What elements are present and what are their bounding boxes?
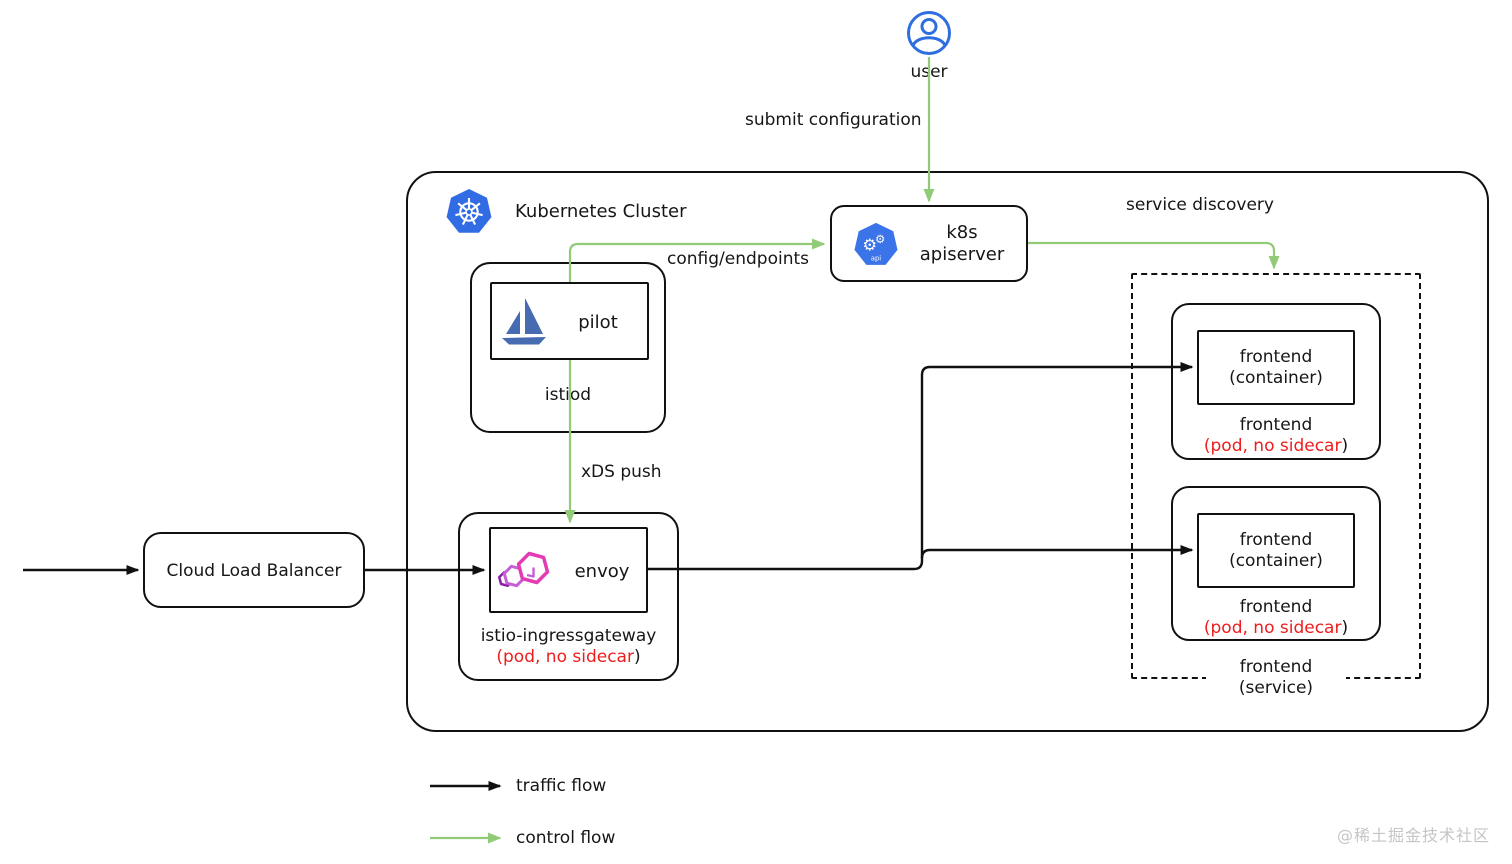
k8s-apiserver-icon: ⚙ ⚙ api bbox=[852, 220, 900, 268]
legend-traffic-label: traffic flow bbox=[516, 776, 607, 796]
pod2-note: (pod, no sidecar) bbox=[1173, 618, 1379, 639]
envoy-logo-icon bbox=[497, 546, 555, 598]
svg-text:⚙: ⚙ bbox=[875, 232, 885, 246]
envoy-box: envoy bbox=[489, 527, 648, 613]
pilot-label: pilot bbox=[578, 312, 618, 333]
edge-label-xds-push: xDS push bbox=[581, 462, 662, 482]
pod1-note-close: ) bbox=[1341, 436, 1349, 456]
user-label: user bbox=[910, 62, 948, 82]
kubernetes-logo-icon bbox=[444, 186, 494, 236]
ingressgateway-note-red: (pod, no sidecar bbox=[496, 647, 634, 667]
frontend-service-label: frontend (service) bbox=[1206, 657, 1346, 699]
ingressgateway-note: (pod, no sidecar) bbox=[460, 647, 677, 668]
container1-line1: frontend bbox=[1239, 347, 1313, 367]
load-balancer-box: Cloud Load Balancer bbox=[143, 532, 365, 608]
watermark: @稀土掘金技术社区 bbox=[1336, 826, 1490, 845]
frontend-service-label-line2: (service) bbox=[1238, 678, 1314, 698]
istio-logo-icon bbox=[502, 296, 546, 350]
pilot-box: pilot bbox=[490, 282, 649, 360]
cluster-title: Kubernetes Cluster bbox=[515, 201, 687, 222]
envoy-label: envoy bbox=[574, 561, 630, 582]
edge-label-config-endpoints: config/endpoints bbox=[667, 249, 809, 269]
frontend-service-label-line1: frontend bbox=[1239, 657, 1313, 677]
apiserver-label-line1: k8s bbox=[946, 222, 978, 243]
apiserver-box: ⚙ ⚙ api k8s apiserver bbox=[830, 205, 1028, 282]
container1-line2: (container) bbox=[1229, 368, 1323, 388]
edge-label-submit-configuration: submit configuration bbox=[745, 110, 922, 130]
ingressgateway-note-close: ) bbox=[633, 647, 641, 667]
pod1-note: (pod, no sidecar) bbox=[1173, 436, 1379, 457]
user-icon bbox=[905, 9, 953, 57]
load-balancer-label: Cloud Load Balancer bbox=[166, 561, 342, 581]
pod2-note-close: ) bbox=[1341, 618, 1349, 638]
istiod-label: istiod bbox=[544, 385, 592, 405]
frontend-container1-box: frontend (container) bbox=[1197, 330, 1355, 405]
frontend-container2-box: frontend (container) bbox=[1197, 513, 1355, 588]
legend-control-label: control flow bbox=[516, 828, 616, 848]
pod1-label: frontend bbox=[1239, 415, 1313, 435]
pod1-note-red: (pod, no sidecar bbox=[1203, 436, 1342, 456]
pod2-label: frontend bbox=[1239, 597, 1313, 617]
apiserver-label-line2: apiserver bbox=[919, 244, 1005, 265]
container2-line1: frontend bbox=[1239, 530, 1313, 550]
svg-text:⚙: ⚙ bbox=[863, 236, 878, 255]
container2-line2: (container) bbox=[1229, 551, 1323, 571]
svg-text:api: api bbox=[871, 254, 881, 262]
ingressgateway-label: istio-ingressgateway bbox=[480, 626, 657, 646]
edge-label-service-discovery: service discovery bbox=[1126, 195, 1274, 215]
pod2-note-red: (pod, no sidecar bbox=[1203, 618, 1342, 638]
